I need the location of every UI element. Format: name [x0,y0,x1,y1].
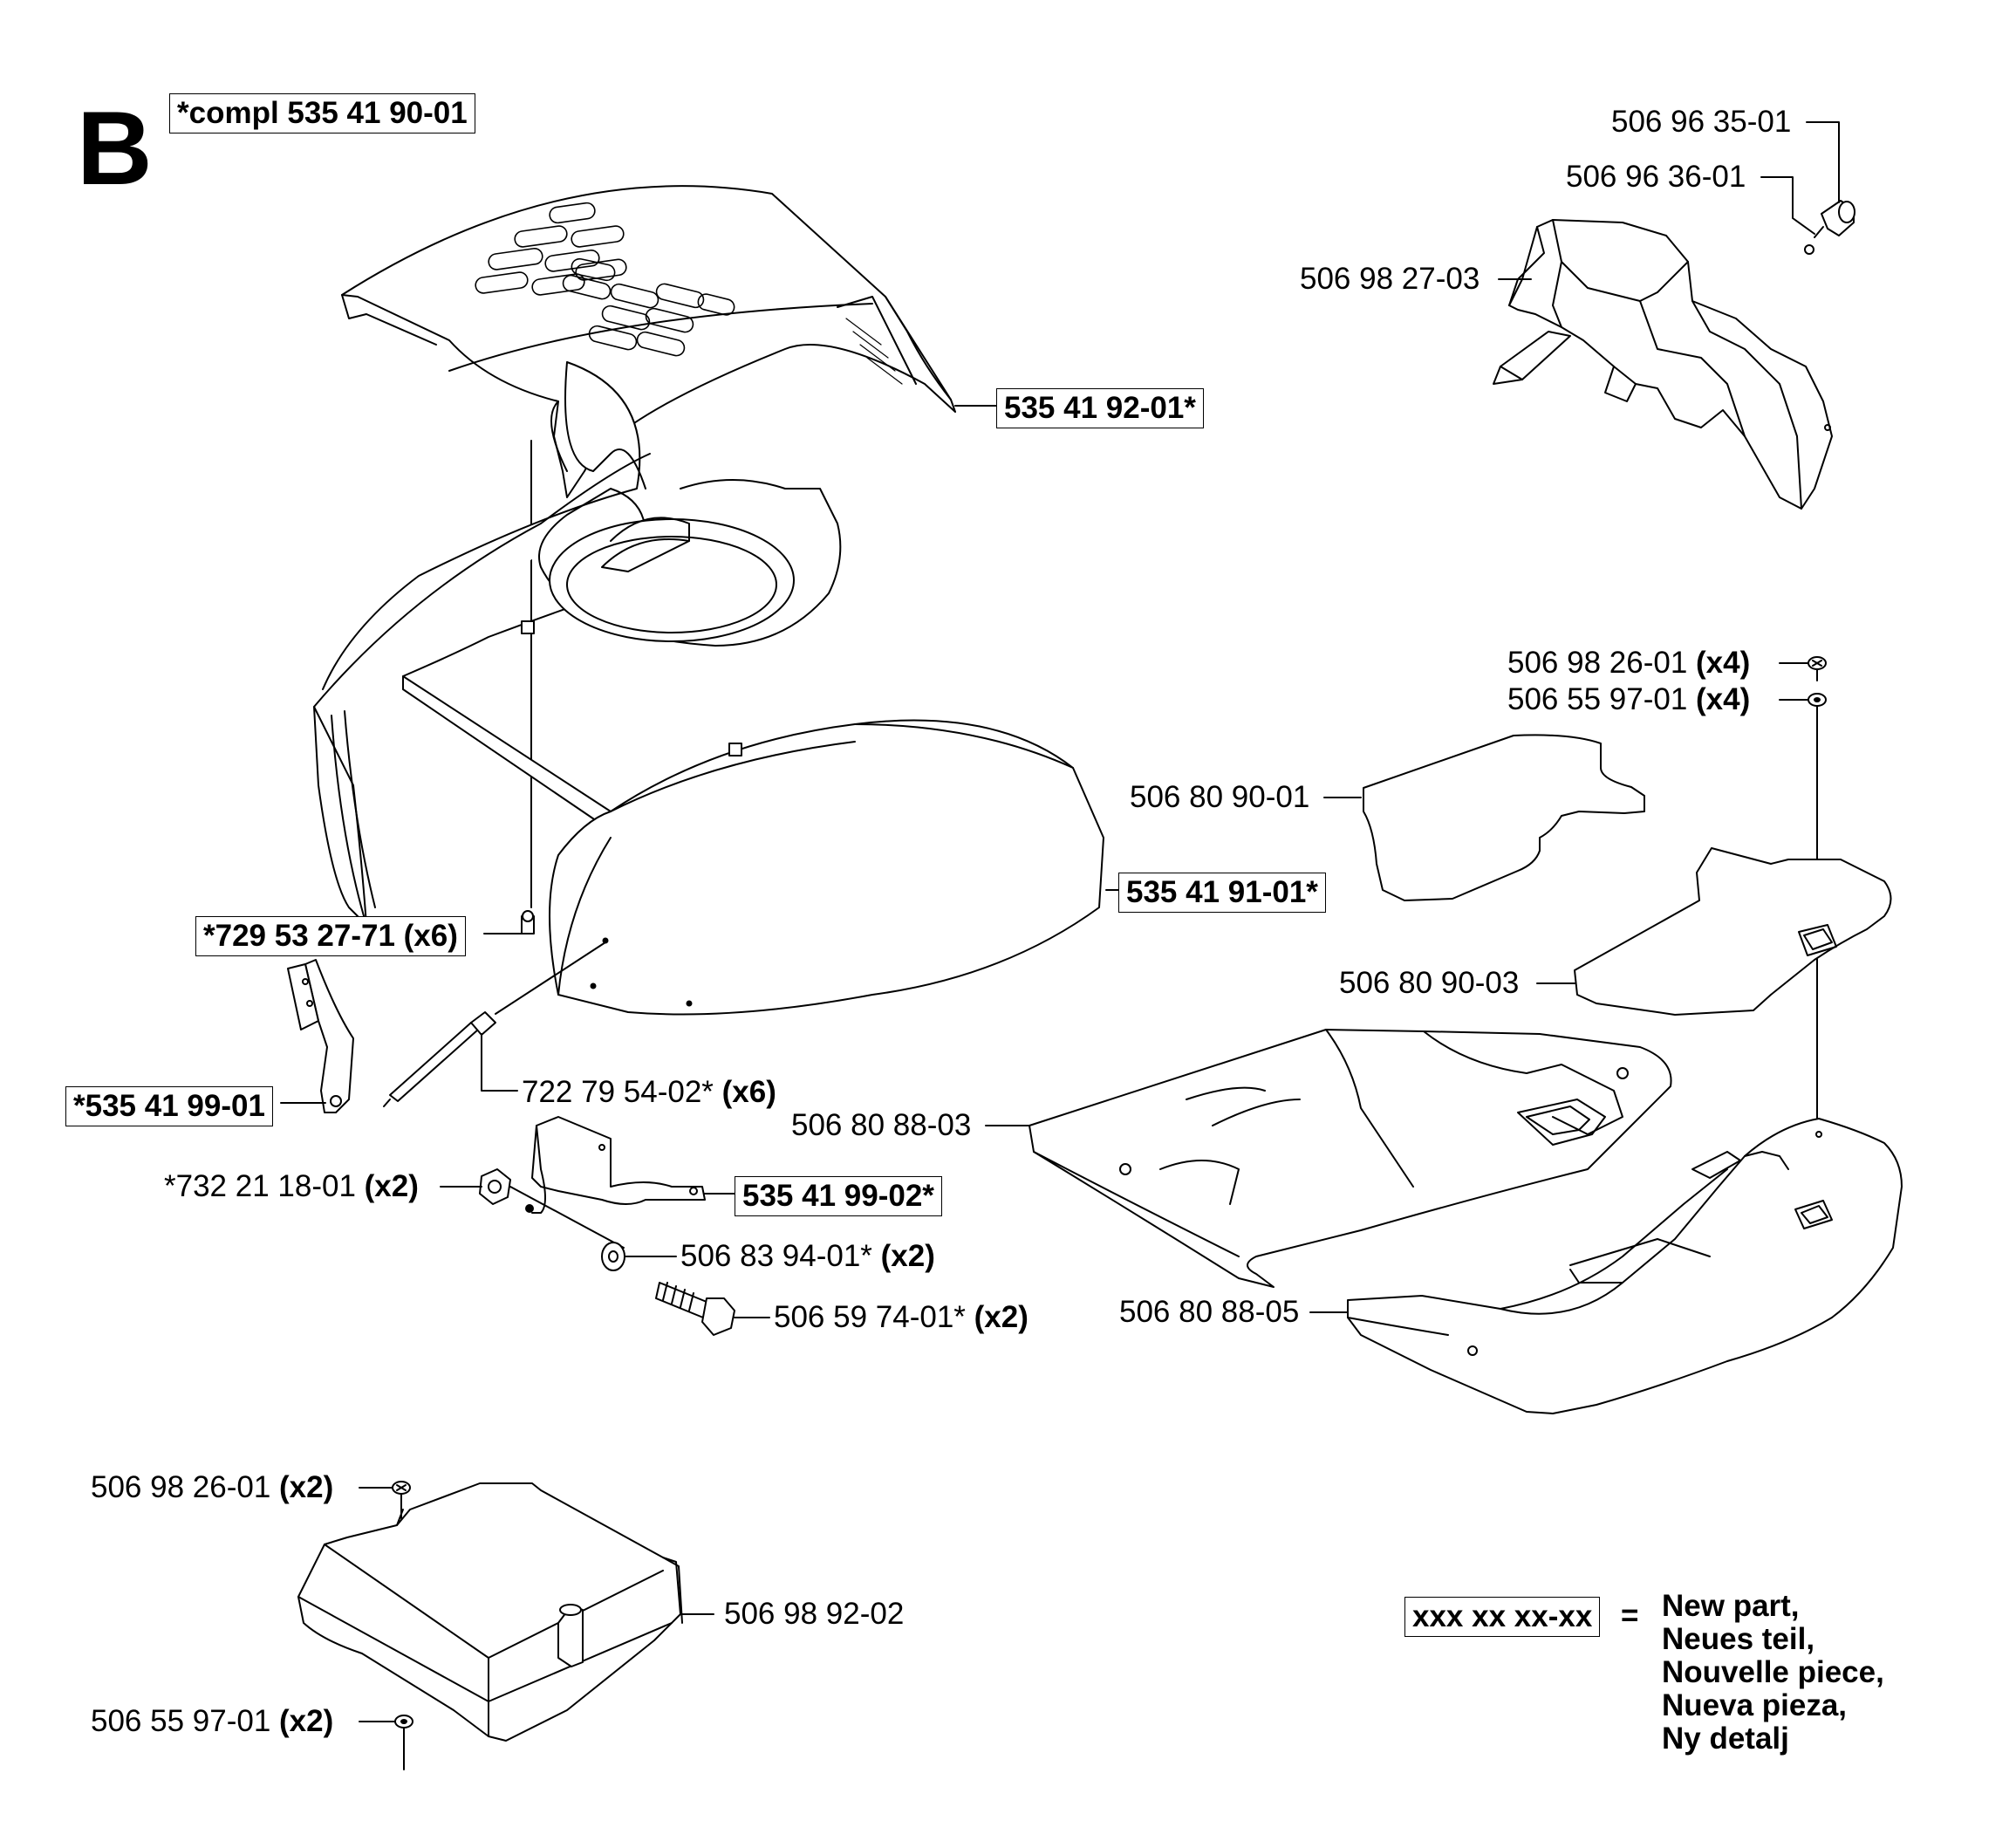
screw-x4-number: 506 98 26-01 [1507,646,1688,680]
screw-x4-qty: (x4) [1696,646,1751,680]
label-cover-top: 535 41 92-01* [996,388,1204,428]
pin-qty: (x6) [721,1075,776,1109]
label-floor-left: 506 80 88-03 [791,1108,972,1142]
label-rear-guard: 506 98 27-03 [1300,262,1480,296]
box-cover-drawing [298,1483,682,1741]
legend-code-box: xxx xx xx-xx [1404,1597,1601,1637]
screw-x2-qty: (x2) [279,1470,334,1504]
label-box-cover: 506 98 92-02 [724,1597,905,1631]
label-screw-hood: *729 53 27-71 (x6) [195,916,466,956]
washer-drawing [602,1243,625,1270]
label-nut: *732 21 18-01 (x2) [164,1169,419,1204]
washer-x2-number: 506 55 97-01 [91,1704,271,1738]
vent-slots [475,202,736,357]
label-knob: 506 96 35-01 [1611,105,1792,139]
label-floor-right: 506 80 88-05 [1119,1295,1300,1329]
leader-nut-axis [510,1187,624,1248]
washer-number: 506 83 94-01* [680,1239,872,1273]
label-screw-x2: 506 98 26-01 (x2) [91,1470,333,1505]
washer-x2-drawing [395,1715,413,1728]
hood-drawing [314,362,1104,1015]
legend-line-de: Neues teil, [1662,1622,1815,1656]
legend-equals: = [1621,1599,1639,1633]
left-bracket-drawing [288,960,353,1112]
washer-x4-qty: (x4) [1696,682,1751,716]
floor-mat-right-drawing [1348,1119,1902,1414]
label-washer: 506 83 94-01* (x2) [680,1239,935,1274]
legend-line-sv: Ny detalj [1662,1722,1789,1756]
label-mat-medium: 506 80 90-03 [1339,966,1520,1000]
label-bolt: 506 59 74-01* (x2) [774,1300,1029,1335]
legend-line-en: New part, [1662,1589,1800,1623]
section-letter: B [77,90,153,207]
floor-mat-left-drawing [1029,1030,1671,1287]
screw-x2-number: 506 98 26-01 [91,1470,271,1504]
bolt-number: 506 59 74-01* [774,1300,966,1334]
bolt-drawing [656,1283,735,1335]
hood-screw-head [523,911,533,921]
mat-small-drawing [1363,735,1644,900]
washer-x4-drawing [1808,694,1826,706]
top-cover-drawing [342,186,955,497]
washer-qty: (x2) [880,1239,935,1273]
pin-drawing [384,942,605,1106]
knob-drawing [1805,201,1855,254]
washer-x2-qty: (x2) [279,1704,334,1738]
pin-number: 722 79 54-02* [522,1075,714,1109]
legend-text: New part, Neues teil, Nouvelle piece, Nu… [1662,1590,1884,1756]
label-mat-small: 506 80 90-01 [1130,780,1310,814]
screw-x4-drawing [1808,657,1826,681]
label-washer-x2: 506 55 97-01 (x2) [91,1704,333,1739]
rear-guard-drawing [1493,220,1832,509]
legend-line-es: Nueva pieza, [1662,1688,1848,1722]
label-bracket-left: *535 41 99-01 [65,1086,273,1126]
label-bracket-right: 535 41 99-02* [735,1176,942,1216]
mat-medium-drawing [1575,848,1891,1015]
right-bracket-drawing [532,1117,705,1213]
label-washer-x4: 506 55 97-01 (x4) [1507,682,1750,717]
nut-drawing [480,1169,510,1204]
side-grille [846,318,902,384]
nut-qty: (x2) [364,1169,419,1203]
washer-x4-number: 506 55 97-01 [1507,682,1688,716]
label-knob-washer: 506 96 36-01 [1566,160,1746,194]
label-hood: 535 41 91-01* [1118,873,1326,913]
leader-knob-washer [1761,177,1814,234]
leader-knob [1807,122,1839,202]
bolt-qty: (x2) [974,1300,1029,1334]
legend-line-fr: Nouvelle piece, [1662,1655,1884,1689]
nut-number: *732 21 18-01 [164,1169,356,1203]
label-pin: 722 79 54-02* (x6) [522,1075,776,1110]
leader-pin [482,1034,517,1091]
label-compl-assembly: *compl 535 41 90-01 [169,93,475,133]
label-screw-x4: 506 98 26-01 (x4) [1507,646,1750,681]
